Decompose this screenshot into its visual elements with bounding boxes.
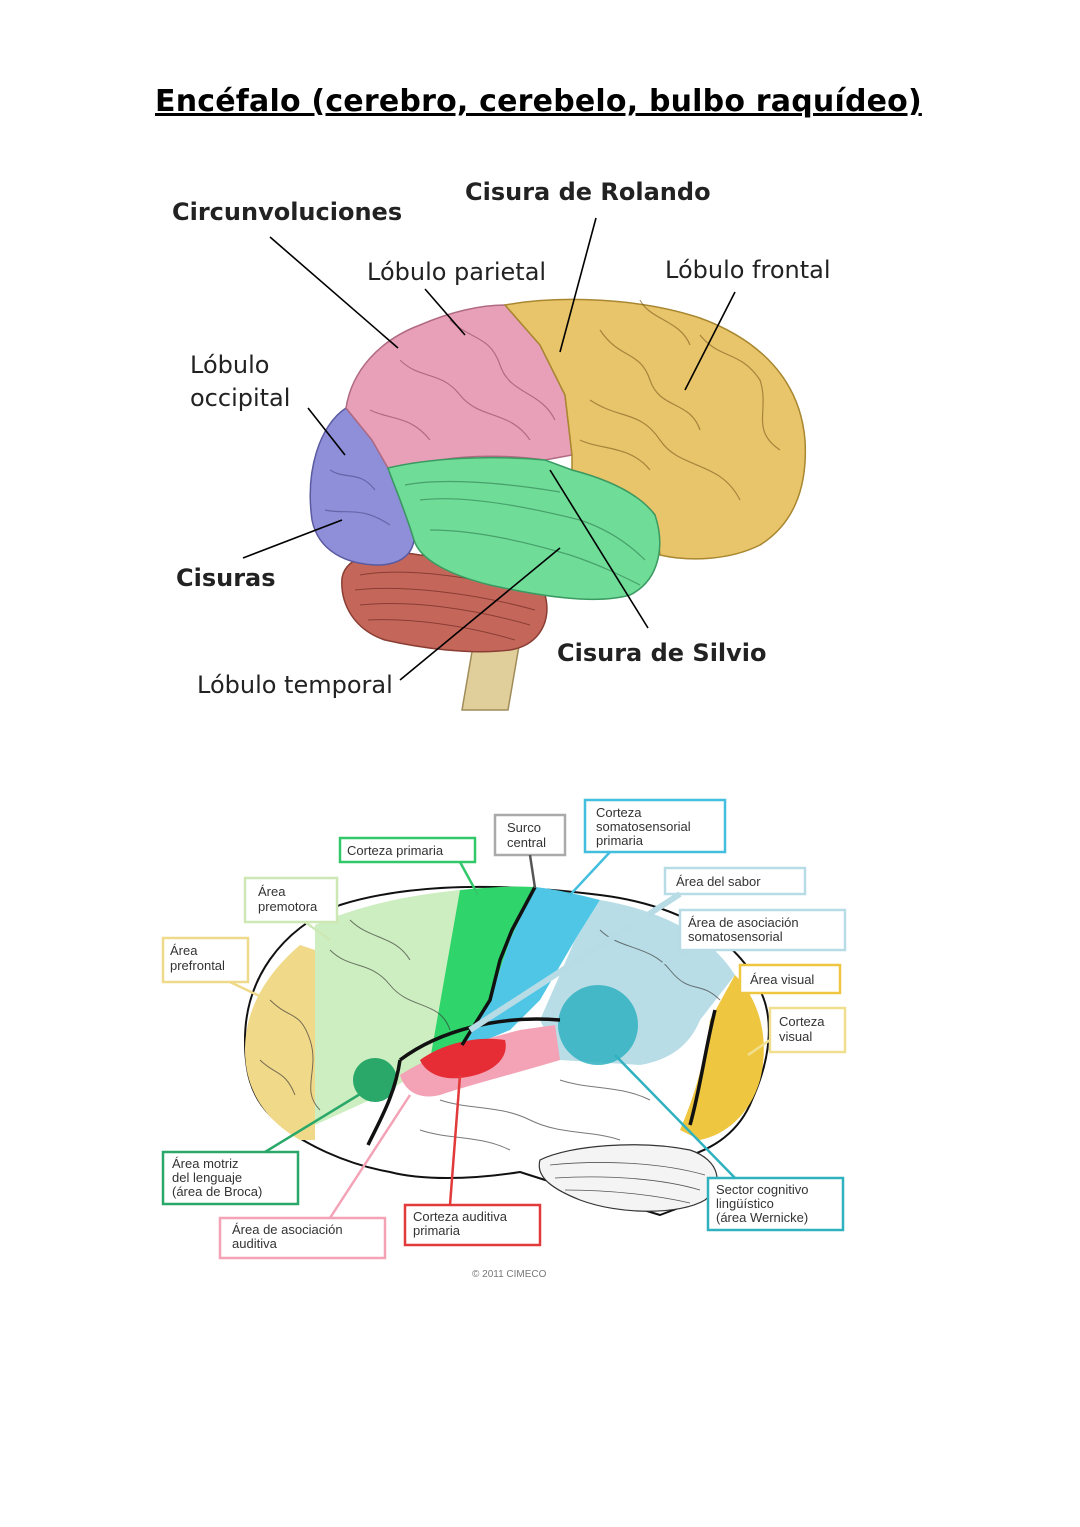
label-area-premotora-2: premotora — [258, 899, 318, 914]
box-corteza-visual — [768, 1006, 847, 1054]
label-lobulo-temporal: Lóbulo temporal — [197, 671, 393, 699]
area-prefrontal-region — [245, 945, 315, 1140]
copyright-text: © 2011 CIMECO — [472, 1269, 547, 1280]
label-lobulo-occipital-2: occipital — [190, 384, 290, 412]
label-sector-cog-3: (área Wernicke) — [716, 1210, 808, 1225]
label-cisuras: Cisuras — [176, 564, 276, 592]
area-wernicke-region — [558, 985, 638, 1065]
label-corteza-visual-2: visual — [779, 1029, 812, 1044]
label-area-visual: Área visual — [750, 972, 814, 987]
brain-areas-diagram: Área prefrontal Área premotora Corteza p… — [161, 798, 847, 1280]
label-corteza-visual-1: Corteza — [779, 1014, 825, 1029]
area-visual-region — [680, 975, 764, 1140]
label-corteza-soma-3: primaria — [596, 833, 644, 848]
label-corteza-primaria: Corteza primaria — [347, 843, 444, 858]
temporal-lobe — [387, 456, 661, 601]
label-sector-cog-1: Sector cognitivo — [716, 1182, 809, 1197]
brain-lobes-diagram: Circunvoluciones Cisura de Rolando Lóbul… — [172, 178, 831, 711]
label-corteza-soma-1: Corteza — [596, 805, 642, 820]
label-corteza-soma-2: somatosensorial — [596, 819, 691, 834]
label-cisura-rolando: Cisura de Rolando — [465, 178, 711, 206]
label-asoc-soma-1: Área de asociación — [688, 915, 799, 930]
label-area-prefrontal-2: prefrontal — [170, 958, 225, 973]
label-lobulo-parietal: Lóbulo parietal — [367, 258, 546, 286]
label-lobulo-frontal: Lóbulo frontal — [665, 256, 831, 284]
label-area-motriz-2: del lenguaje — [172, 1170, 242, 1185]
label-asoc-soma-2: somatosensorial — [688, 929, 783, 944]
box-area-visual — [738, 963, 842, 995]
box-asociacion-auditiva — [218, 1216, 387, 1260]
label-area-motriz-1: Área motriz — [172, 1156, 238, 1171]
label-asoc-auditiva-2: auditiva — [232, 1236, 278, 1251]
label-corteza-auditiva-1: Corteza auditiva — [413, 1209, 508, 1224]
label-area-sabor: Área del sabor — [676, 874, 761, 889]
box-corteza-primaria — [338, 836, 477, 864]
label-corteza-auditiva-2: primaria — [413, 1223, 461, 1238]
box-area-premotora — [243, 876, 339, 924]
page-title: Encéfalo (cerebro, cerebelo, bulbo raquí… — [155, 84, 922, 119]
corteza-primaria-region — [430, 886, 535, 1060]
label-cisura-silvio: Cisura de Silvio — [557, 639, 767, 667]
box-asociacion-somatosensorial — [678, 908, 847, 952]
corteza-somatosensorial-region — [462, 887, 600, 1050]
label-surco-central-2: central — [507, 835, 546, 850]
label-lobulo-occipital-1: Lóbulo — [190, 351, 269, 379]
label-area-prefrontal-1: Área — [170, 943, 198, 958]
box-area-prefrontal — [161, 936, 250, 984]
box-corteza-somatosensorial — [583, 798, 727, 854]
label-asoc-auditiva-1: Área de asociación — [232, 1222, 343, 1237]
corteza-auditiva-primaria-region — [420, 1038, 506, 1079]
box-area-sabor — [663, 866, 807, 896]
box-area-wernicke — [706, 1176, 845, 1232]
label-surco-central-1: Surco — [507, 820, 541, 835]
label-sector-cog-2: lingüístico — [716, 1196, 774, 1211]
box-surco-central — [493, 813, 567, 857]
label-circunvoluciones: Circunvoluciones — [172, 198, 402, 226]
label-area-premotora-1: Área — [258, 884, 286, 899]
label-area-motriz-3: (área de Broca) — [172, 1184, 262, 1199]
parietal-lobe — [345, 304, 573, 469]
box-corteza-auditiva — [403, 1203, 542, 1247]
box-area-broca — [161, 1150, 300, 1206]
